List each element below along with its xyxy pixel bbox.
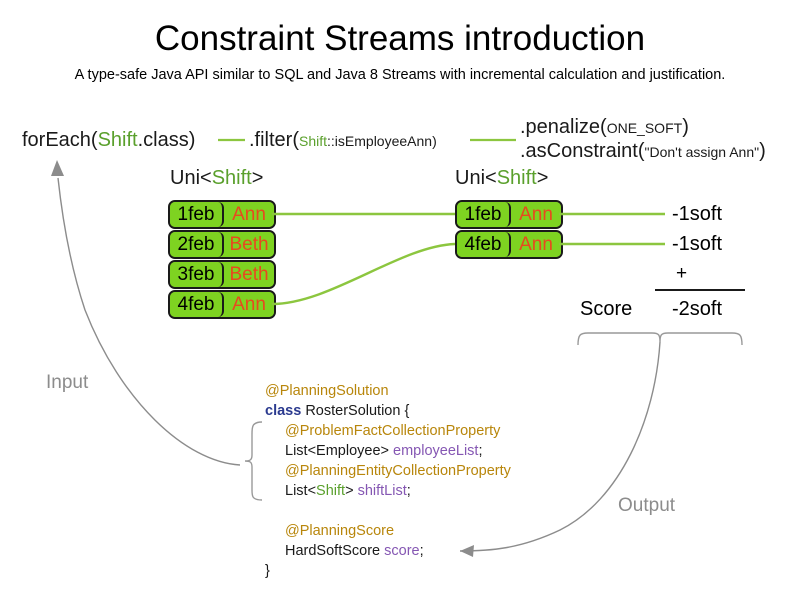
fact-employee: Ann [224, 202, 274, 227]
uni-right-suffix: > [536, 167, 549, 189]
penalize-prefix: .penalize( [520, 116, 607, 138]
page-subtitle: A type-safe Java API similar to SQL and … [74, 67, 726, 83]
code-token-plain: HardSoftScore [285, 543, 385, 559]
code-token-green: Shift [316, 483, 346, 499]
score-brace [577, 332, 743, 346]
code-token-plain: > [345, 483, 358, 499]
code-token-anno: @PlanningEntityCollectionProperty [285, 463, 511, 479]
fact-date: 4feb [170, 292, 224, 317]
annotation-output: Output [618, 495, 676, 516]
code-token-anno: @ProblemFactCollectionProperty [285, 423, 501, 439]
penalize-arg: ONE_SOFT [606, 120, 683, 136]
code-token-plain: ; [478, 443, 483, 459]
code-token-field: employeeList [393, 443, 479, 459]
code-line: } [265, 561, 511, 581]
penalty-value-1: -1soft [672, 203, 723, 225]
code-snippet: @PlanningSolution class RosterSolution { @… [265, 381, 511, 581]
annotation-input: Input [46, 372, 89, 393]
asconstraint-suffix: ) [759, 140, 766, 162]
code-line: @PlanningEntityCollectionProperty [265, 461, 511, 481]
score-label: Score [580, 298, 633, 320]
code-token-plain: List< [285, 483, 317, 499]
uni-right-type: Shift [496, 167, 537, 189]
fact-employee: Beth [224, 232, 274, 257]
foreach-prefix: forEach( [22, 129, 98, 151]
code-token-plain: ; [406, 483, 411, 499]
page-title: Constraint Streams introduction [154, 19, 646, 58]
plus-sign: + [676, 263, 688, 284]
uni-label-right: Uni<Shift> [455, 166, 548, 190]
filter-suffix: ::isEmployeeAnn) [327, 133, 437, 149]
score-total-value: -2soft [672, 298, 723, 320]
uni-left-suffix: > [251, 167, 264, 189]
fact-date: 1feb [457, 202, 511, 227]
fact-employee: Beth [224, 262, 274, 287]
fact-date: 1feb [170, 202, 224, 227]
code-token-plain [265, 503, 269, 519]
stream-step-foreach: forEach(Shift.class) [22, 128, 195, 152]
uni-left-type: Shift [211, 167, 252, 189]
code-line: @PlanningScore [265, 521, 511, 541]
stream-step-filter: .filter(Shift::isEmployeeAnn) [249, 128, 437, 153]
code-line: @ProblemFactCollectionProperty [265, 421, 511, 441]
fact-employee: Ann [224, 292, 274, 317]
asconstraint-prefix: .asConstraint( [520, 140, 645, 162]
code-token-anno: @PlanningScore [285, 523, 395, 539]
stream-step-penalize: .penalize(ONE_SOFT) [520, 115, 689, 140]
code-token-plain: RosterSolution { [305, 403, 410, 419]
penalize-suffix: ) [682, 116, 689, 138]
code-line: HardSoftScore score; [265, 541, 511, 561]
fact-employee: Ann [511, 202, 561, 227]
code-line: class RosterSolution { [265, 401, 511, 421]
fact-date: 3feb [170, 262, 224, 287]
fact-employee: Ann [511, 232, 561, 257]
filter-prefix: .filter( [249, 129, 299, 151]
code-token-plain: List<Employee> [285, 443, 394, 459]
uni-right-prefix: Uni< [455, 167, 497, 189]
code-token-field: shiftList [357, 483, 407, 499]
uni-left-prefix: Uni< [170, 167, 212, 189]
asconstraint-arg: "Don't assign Ann" [644, 144, 760, 160]
connector-fact-4feb [271, 242, 456, 306]
penalty-value-2: -1soft [672, 233, 723, 255]
code-line: List<Shift> shiftList; [265, 481, 511, 501]
code-token-kw: class [265, 403, 306, 419]
code-token-field: score [384, 543, 420, 559]
code-token-plain: } [265, 563, 270, 579]
code-line: @PlanningSolution [265, 381, 511, 401]
fact-date: 2feb [170, 232, 224, 257]
foreach-suffix: .class) [137, 129, 196, 151]
filter-type: Shift [299, 133, 328, 149]
code-token-anno: @PlanningSolution [265, 383, 389, 399]
stream-step-asconstraint: .asConstraint("Don't assign Ann") [520, 139, 766, 164]
code-line: List<Employee> employeeList; [265, 441, 511, 461]
uni-label-left: Uni<Shift> [170, 166, 263, 190]
fact-date: 4feb [457, 232, 511, 257]
code-fields-brace [244, 421, 263, 501]
sum-rule-line [655, 289, 745, 291]
code-token-plain: ; [419, 543, 424, 559]
code-line [265, 501, 511, 521]
input-arrow-head [51, 160, 64, 176]
foreach-type: Shift [97, 129, 138, 151]
